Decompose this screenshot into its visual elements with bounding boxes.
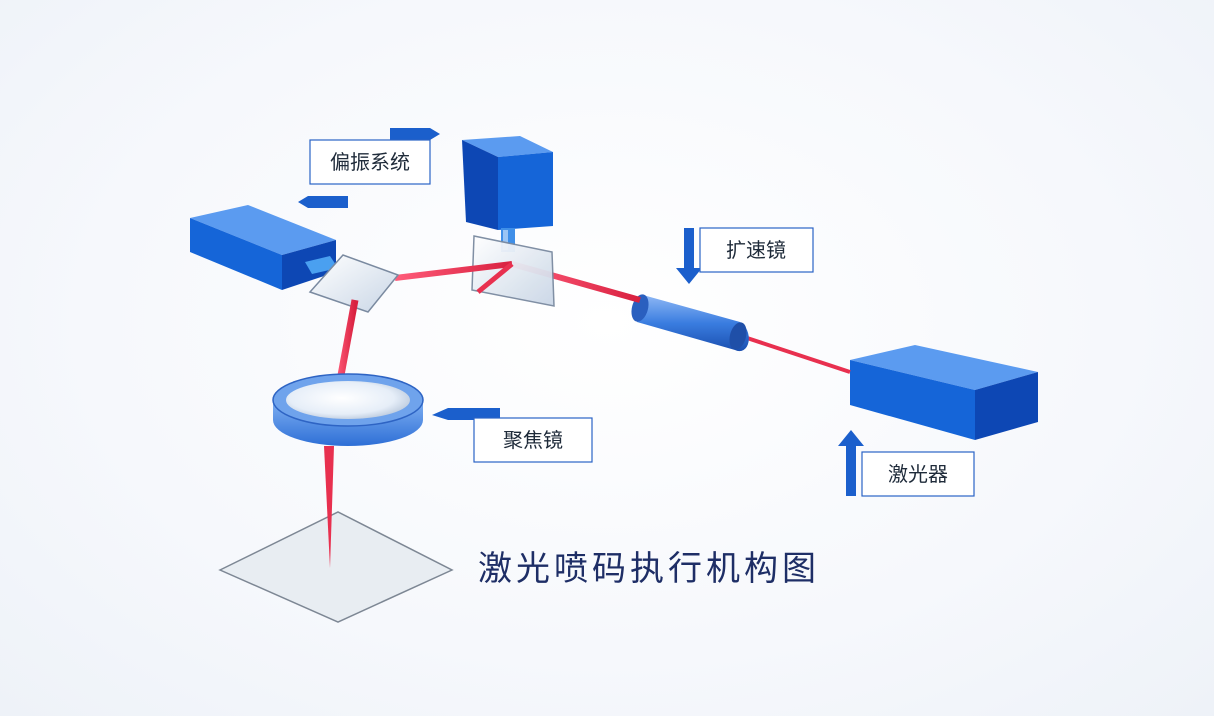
expander-label: 扩速镜 xyxy=(726,238,786,262)
galvo-motor-top xyxy=(462,136,553,252)
beam-expander-tube xyxy=(631,294,749,352)
focus-arrow-left-icon xyxy=(432,408,500,420)
diagram-title: 激光喷码执行机构图 xyxy=(478,549,820,589)
laser-source-box xyxy=(850,345,1038,440)
focus-label-box xyxy=(473,417,593,463)
galvo-mirror-1 xyxy=(308,254,400,313)
galvo-mirror-2 xyxy=(471,235,555,307)
work-surface xyxy=(218,511,454,623)
galvo-label: 偏振系统 xyxy=(330,150,410,174)
focus-lens xyxy=(272,373,424,446)
galvo-arrow-left-icon xyxy=(298,196,348,208)
laser-beam-mirror-link xyxy=(394,261,513,281)
laser-beam-focused xyxy=(324,446,334,568)
laser-label: 激光器 xyxy=(888,462,948,486)
laser-arrow-up-icon xyxy=(838,430,864,496)
laser-beam-source xyxy=(734,332,851,374)
galvo-motor-left xyxy=(190,205,338,290)
galvo-label-box xyxy=(309,139,431,185)
galvo-arrow-right-icon xyxy=(390,128,440,140)
expander-arrow-down-icon xyxy=(676,228,702,284)
laser-beam-mirror-drop xyxy=(476,262,514,294)
laser-label-box xyxy=(861,451,975,497)
expander-label-box xyxy=(699,227,814,273)
focus-label: 聚焦镜 xyxy=(503,428,563,452)
